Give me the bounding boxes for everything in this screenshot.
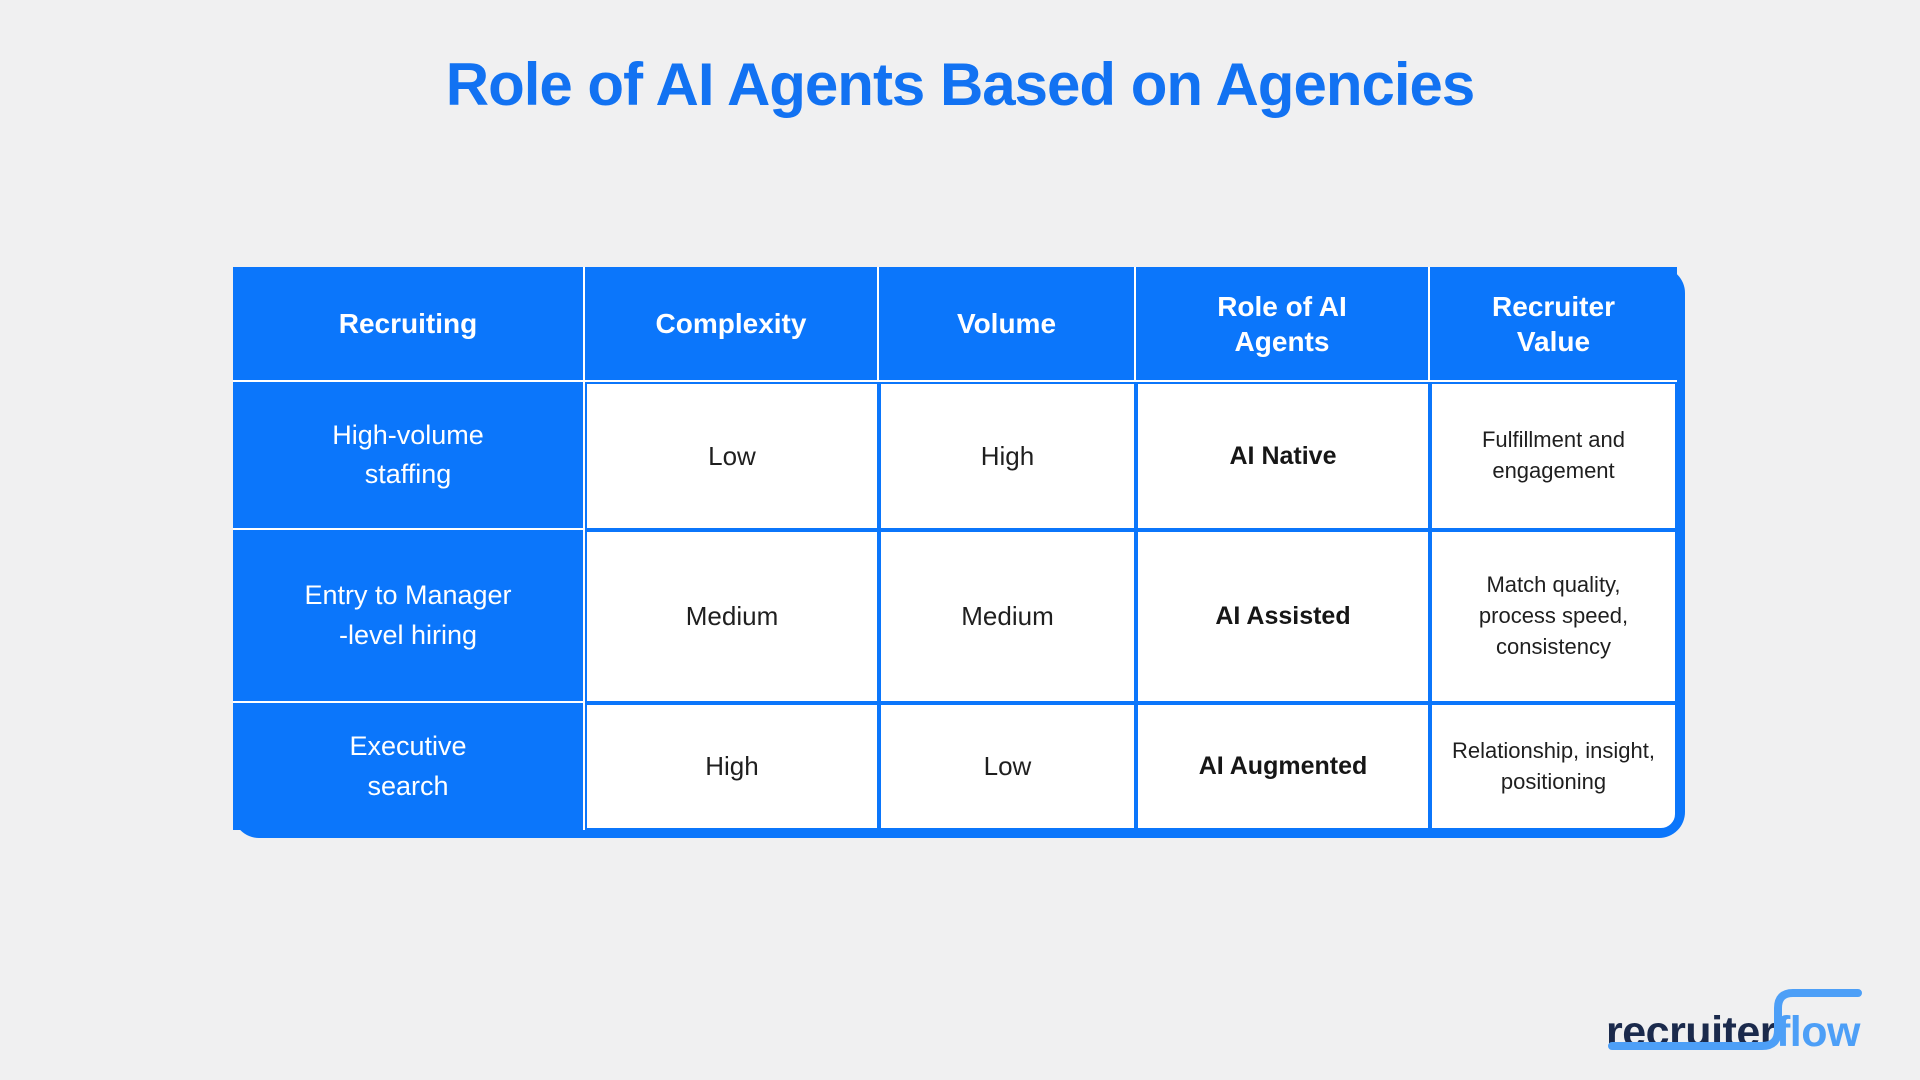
- cell-value-row1: Fulfillment and engagement: [1430, 382, 1677, 530]
- cell-value-row2: Match quality, process speed, consistenc…: [1430, 530, 1677, 703]
- cell-volume-row1: High: [879, 382, 1136, 530]
- row-label-executive-search: Executive search: [233, 703, 585, 830]
- cell-role-row2: AI Assisted: [1136, 530, 1430, 703]
- cell-complexity-row2: Medium: [585, 530, 879, 703]
- logo-text-recruiter: recruiter: [1606, 1008, 1776, 1056]
- cell-complexity-row1: Low: [585, 382, 879, 530]
- ai-agents-table: Recruiting Complexity Volume Role of AI …: [233, 267, 1685, 838]
- row-label-high-volume-staffing: High-volume staffing: [233, 382, 585, 530]
- page-title: Role of AI Agents Based on Agencies: [445, 51, 1476, 118]
- column-header-volume: Volume: [879, 267, 1136, 382]
- row-label-entry-to-manager: Entry to Manager -level hiring: [233, 530, 585, 703]
- column-header-role-of-ai-agents: Role of AI Agents: [1136, 267, 1430, 382]
- cell-volume-row3: Low: [879, 703, 1136, 830]
- cell-role-row3: AI Augmented: [1136, 703, 1430, 830]
- column-header-recruiting: Recruiting: [233, 267, 585, 382]
- cell-complexity-row3: High: [585, 703, 879, 830]
- cell-role-row1: AI Native: [1136, 382, 1430, 530]
- cell-volume-row2: Medium: [879, 530, 1136, 703]
- column-header-complexity: Complexity: [585, 267, 879, 382]
- column-header-recruiter-value: Recruiter Value: [1430, 267, 1677, 382]
- cell-value-row3: Relationship, insight, positioning: [1430, 703, 1677, 830]
- table-grid: Recruiting Complexity Volume Role of AI …: [233, 267, 1677, 830]
- logo-text-flow: flow: [1775, 1008, 1860, 1056]
